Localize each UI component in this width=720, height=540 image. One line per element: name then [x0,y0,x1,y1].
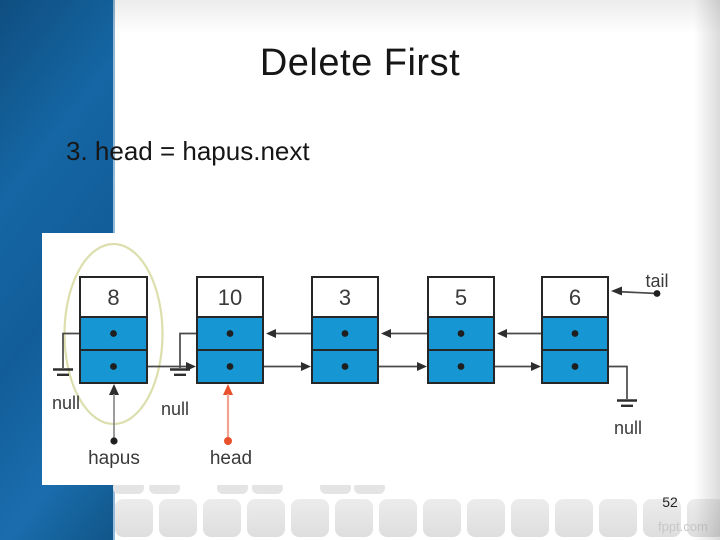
prev-pointer-dot [571,330,579,337]
node-value: 3 [339,285,351,310]
list-node-6: 6 [541,276,609,384]
hapus-pointer-arrow: hapus [88,384,140,469]
keyboard-key-tab [149,484,180,494]
next-pointer-dot [226,363,234,370]
node-value: 6 [569,285,581,310]
keyboard-key-tab [354,484,385,494]
left-arrowhead [611,286,622,296]
left-arrowhead [497,329,507,338]
prev-pointer-dot [341,330,349,337]
hapus-dot [110,437,118,445]
head-dot [224,437,232,445]
keyboard-key [687,499,720,537]
linked-list-svg: 8 10 3 [52,242,669,469]
next-pointer-dot [110,363,117,370]
prev-pointer-dot [110,330,117,337]
fppt-watermark: fppt.com [658,519,708,534]
slide-title: Delete First [259,42,461,84]
keyboard-key [115,499,153,537]
hapus-label: hapus [88,448,140,469]
tail-pointer-arrow: tail [611,271,669,297]
ground-null-symbol [53,368,73,377]
keyboard-key [643,499,681,537]
keyboard-key [203,499,241,537]
ground-null-symbol [617,399,637,408]
null-label-1: null [52,393,80,413]
keyboard-key [247,499,285,537]
list-node-5: 5 [427,276,495,384]
node-value: 5 [455,285,467,310]
node-value: 10 [218,285,242,310]
keyboard-key [467,499,505,537]
keyboard-key [555,499,593,537]
tail-label: tail [645,271,668,291]
keyboard-key-tab [217,484,248,494]
up-arrowhead [223,384,233,395]
next-pointer-dot [571,363,579,370]
head-label: head [210,448,252,469]
prev-pointer-dot [226,330,234,337]
slide-step-text: 3. head = hapus.next [66,136,310,166]
keyboard-key-tab [113,484,144,494]
keyboard-key [379,499,417,537]
null-label-3: null [614,418,642,438]
keyboard-key [511,499,549,537]
node-value: 8 [107,285,119,310]
keyboard-key-tab [320,484,351,494]
list-node-8: 8 [79,276,148,384]
list-node-3: 3 [311,276,379,384]
keyboard-key [291,499,329,537]
prev-pointer-dot [457,330,465,337]
right-arrowhead [531,362,541,371]
slide-page-number: 52 [662,494,678,510]
keyboard-key [423,499,461,537]
left-arrowhead [381,329,391,338]
keyboard-key [335,499,373,537]
list-node-10: 10 [196,276,264,384]
right-arrowhead [417,362,427,371]
left-arrowhead [266,329,276,338]
head-pointer-arrow: head [210,384,252,469]
next-pointer-dot [341,363,349,370]
keyboard-key [159,499,197,537]
right-arrowhead [186,362,196,371]
keyboard-key-tab [252,484,283,494]
next-pointer-dot [457,363,465,370]
right-arrowhead [301,362,311,371]
tail-dot [653,290,661,297]
up-arrowhead [109,384,119,395]
keyboard-key [599,499,637,537]
null-label-2: null [161,399,189,419]
linked-list-diagram: 8 10 3 [42,233,682,485]
